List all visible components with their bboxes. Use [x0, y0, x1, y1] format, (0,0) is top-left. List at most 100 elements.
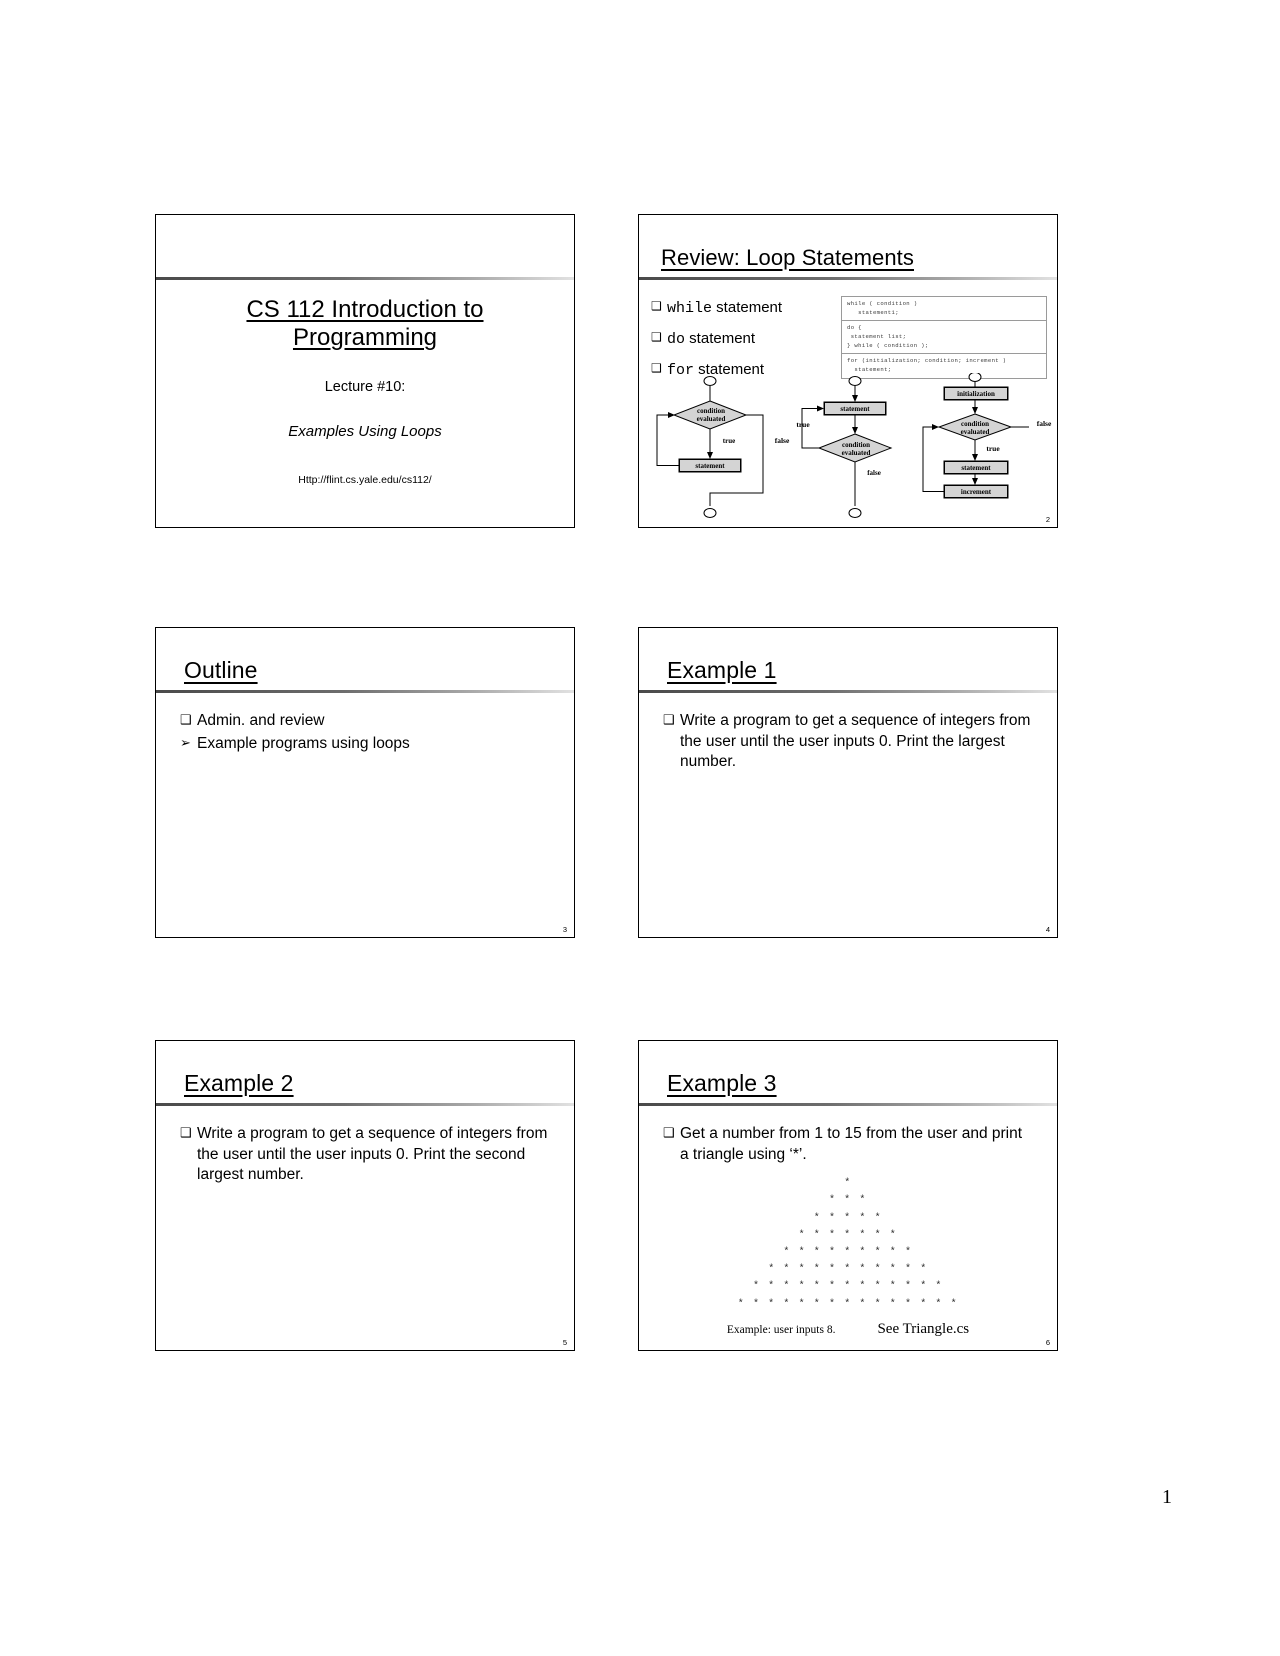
slide-body: ❑ while statement ❑ do statement ❑ for s…: [639, 280, 1057, 391]
list-item: ❑ while statement: [651, 298, 841, 319]
triangle-caption: Example: user inputs 8.: [726, 1324, 836, 1336]
title-rule: [156, 277, 574, 280]
list-item: ❑ Admin. and review: [180, 711, 550, 732]
square-bullet-icon: ❑: [651, 360, 662, 375]
title-rule: [156, 690, 574, 693]
slide-number: 6: [1045, 1338, 1050, 1347]
list-item-label: Write a program to get a sequence of int…: [680, 712, 1031, 771]
slide-example-3: Example 3 ❑ Get a number from 1 to 15 fr…: [638, 1040, 1058, 1351]
triangle-row: * * * * * * * * * * * * *: [752, 1281, 944, 1293]
list-item: ❑ for statement: [651, 360, 841, 381]
loop-statement-list: ❑ while statement ❑ do statement ❑ for s…: [651, 292, 841, 391]
square-bullet-icon: ❑: [651, 329, 662, 344]
keyword-do: do: [667, 330, 686, 348]
list-item: ❑ Write a program to get a sequence of i…: [180, 1124, 550, 1186]
slide-title-area: Example 2: [156, 1041, 574, 1103]
slide-body: ❑ Admin. and review ➢ Example programs u…: [156, 693, 574, 754]
slide-title-area: Example 3: [639, 1041, 1057, 1103]
slide-title-area: Outline: [156, 628, 574, 690]
flow-for-statement-box: statement: [944, 461, 1008, 474]
triangle-output: * * * * * * * * * * * * * * * * * * * * …: [663, 1175, 1033, 1313]
list-item-label: do statement: [667, 329, 841, 350]
title-rule: [156, 1103, 574, 1106]
list-item-label: for statement: [667, 360, 841, 381]
list-item-label: Get a number from 1 to 15 from the user …: [680, 1125, 1023, 1163]
slide-body: ❑ Write a program to get a sequence of i…: [156, 1106, 574, 1186]
flow-for-initialization-box: initialization: [944, 387, 1008, 400]
square-bullet-icon: ❑: [651, 299, 662, 313]
list-item: ➢ Example programs using loops: [180, 734, 550, 755]
slide-body: ❑ Get a number from 1 to 15 from the use…: [639, 1106, 1057, 1313]
square-bullet-icon: ❑: [180, 1125, 192, 1140]
flow-for-true-label: true: [986, 444, 1000, 453]
course-title: CS 112 Introduction to Programming: [246, 296, 484, 352]
code-snippet-group: while ( condition ) statement1; do { sta…: [841, 292, 1047, 391]
example-3-footer: Example: user inputs 8. See Triangle.cs: [639, 1321, 1057, 1338]
square-bullet-icon: ❑: [663, 712, 675, 727]
triangle-row: * * *: [828, 1195, 867, 1207]
list-item-suffix: statement: [685, 329, 756, 347]
title-rule: [639, 690, 1057, 693]
list-item: ❑ Get a number from 1 to 15 from the use…: [663, 1124, 1033, 1165]
title-slide-body: CS 112 Introduction to Programming Lectu…: [156, 280, 574, 486]
slide-review-loop-statements: Review: Loop Statements ❑ while statemen…: [638, 214, 1058, 528]
code-snippet-do-while: do { statement list; } while ( condition…: [841, 320, 1047, 355]
list-item: ❑ Write a program to get a sequence of i…: [663, 711, 1033, 773]
list-item-label: Example programs using loops: [197, 734, 410, 752]
triangle-row: * * * * *: [813, 1212, 883, 1224]
flow-for-false-label: false: [1036, 419, 1052, 428]
slide-title: CS 112 Introduction to Programming Lectu…: [155, 214, 575, 528]
flow-do-statement-box: statement: [824, 402, 886, 415]
course-url: Http://flint.cs.yale.edu/cs112/: [298, 473, 432, 486]
triangle-row: * * * * * * * * * * *: [768, 1264, 928, 1276]
page-number: 1: [1162, 1486, 1172, 1508]
slide-heading: Example 2: [184, 1070, 294, 1096]
slide-title-area: Example 1: [639, 628, 1057, 690]
slide-number: 4: [1045, 925, 1050, 934]
slide-title-area: Review: Loop Statements: [639, 215, 1057, 277]
slide-example-1: Example 1 ❑ Write a program to get a seq…: [638, 627, 1058, 938]
slide-number: 5: [562, 1338, 567, 1347]
code-snippet-for: for (initialization; condition; incremen…: [841, 353, 1047, 379]
slide-heading: Example 3: [667, 1070, 777, 1096]
triangle-row: * * * * * * * * * * * * * * *: [737, 1298, 959, 1310]
triangle-row: * * * * * * * * *: [783, 1246, 913, 1258]
list-item: ❑ do statement: [651, 329, 841, 350]
square-bullet-icon: ❑: [180, 712, 192, 727]
keyword-for: for: [667, 361, 695, 379]
title-rule: [639, 1103, 1057, 1106]
arrow-bullet-icon: ➢: [180, 734, 191, 750]
title-placeholder-empty: [156, 215, 574, 277]
slide-heading: Outline: [184, 657, 258, 683]
slide-body: ❑ Write a program to get a sequence of i…: [639, 693, 1057, 773]
slide-number: 3: [562, 925, 567, 934]
slide-number: 2: [1045, 515, 1050, 524]
lecture-subtitle: Examples Using Loops: [288, 422, 442, 440]
see-source-file-label: See Triangle.cs: [877, 1321, 970, 1337]
flow-for-increment-box: increment: [944, 485, 1008, 498]
code-snippet-while: while ( condition ) statement1;: [841, 296, 1047, 322]
list-item-label: Write a program to get a sequence of int…: [197, 1125, 548, 1184]
list-item-suffix: statement: [694, 360, 765, 378]
slide-example-2: Example 2 ❑ Write a program to get a seq…: [155, 1040, 575, 1351]
flow-do-true-label: true: [796, 420, 810, 429]
course-title-wrap: CS 112 Introduction to Programming: [180, 296, 550, 353]
list-item-label: Admin. and review: [197, 712, 325, 729]
slide-heading: Review: Loop Statements: [661, 245, 914, 270]
flow-do-false-label: false: [867, 469, 881, 477]
list-item-label: while statement: [667, 298, 841, 319]
keyword-while: while: [667, 300, 713, 317]
triangle-row: * * * * * * *: [798, 1229, 898, 1241]
lecture-number: Lecture #10:: [324, 378, 406, 395]
list-item-suffix: statement: [712, 299, 783, 316]
flow-while-true-label: true: [722, 437, 736, 445]
slide-outline: Outline ❑ Admin. and review ➢ Example pr…: [155, 627, 575, 938]
slide-heading: Example 1: [667, 657, 777, 683]
title-rule: [639, 277, 1057, 280]
slide-title-area: [156, 215, 574, 277]
